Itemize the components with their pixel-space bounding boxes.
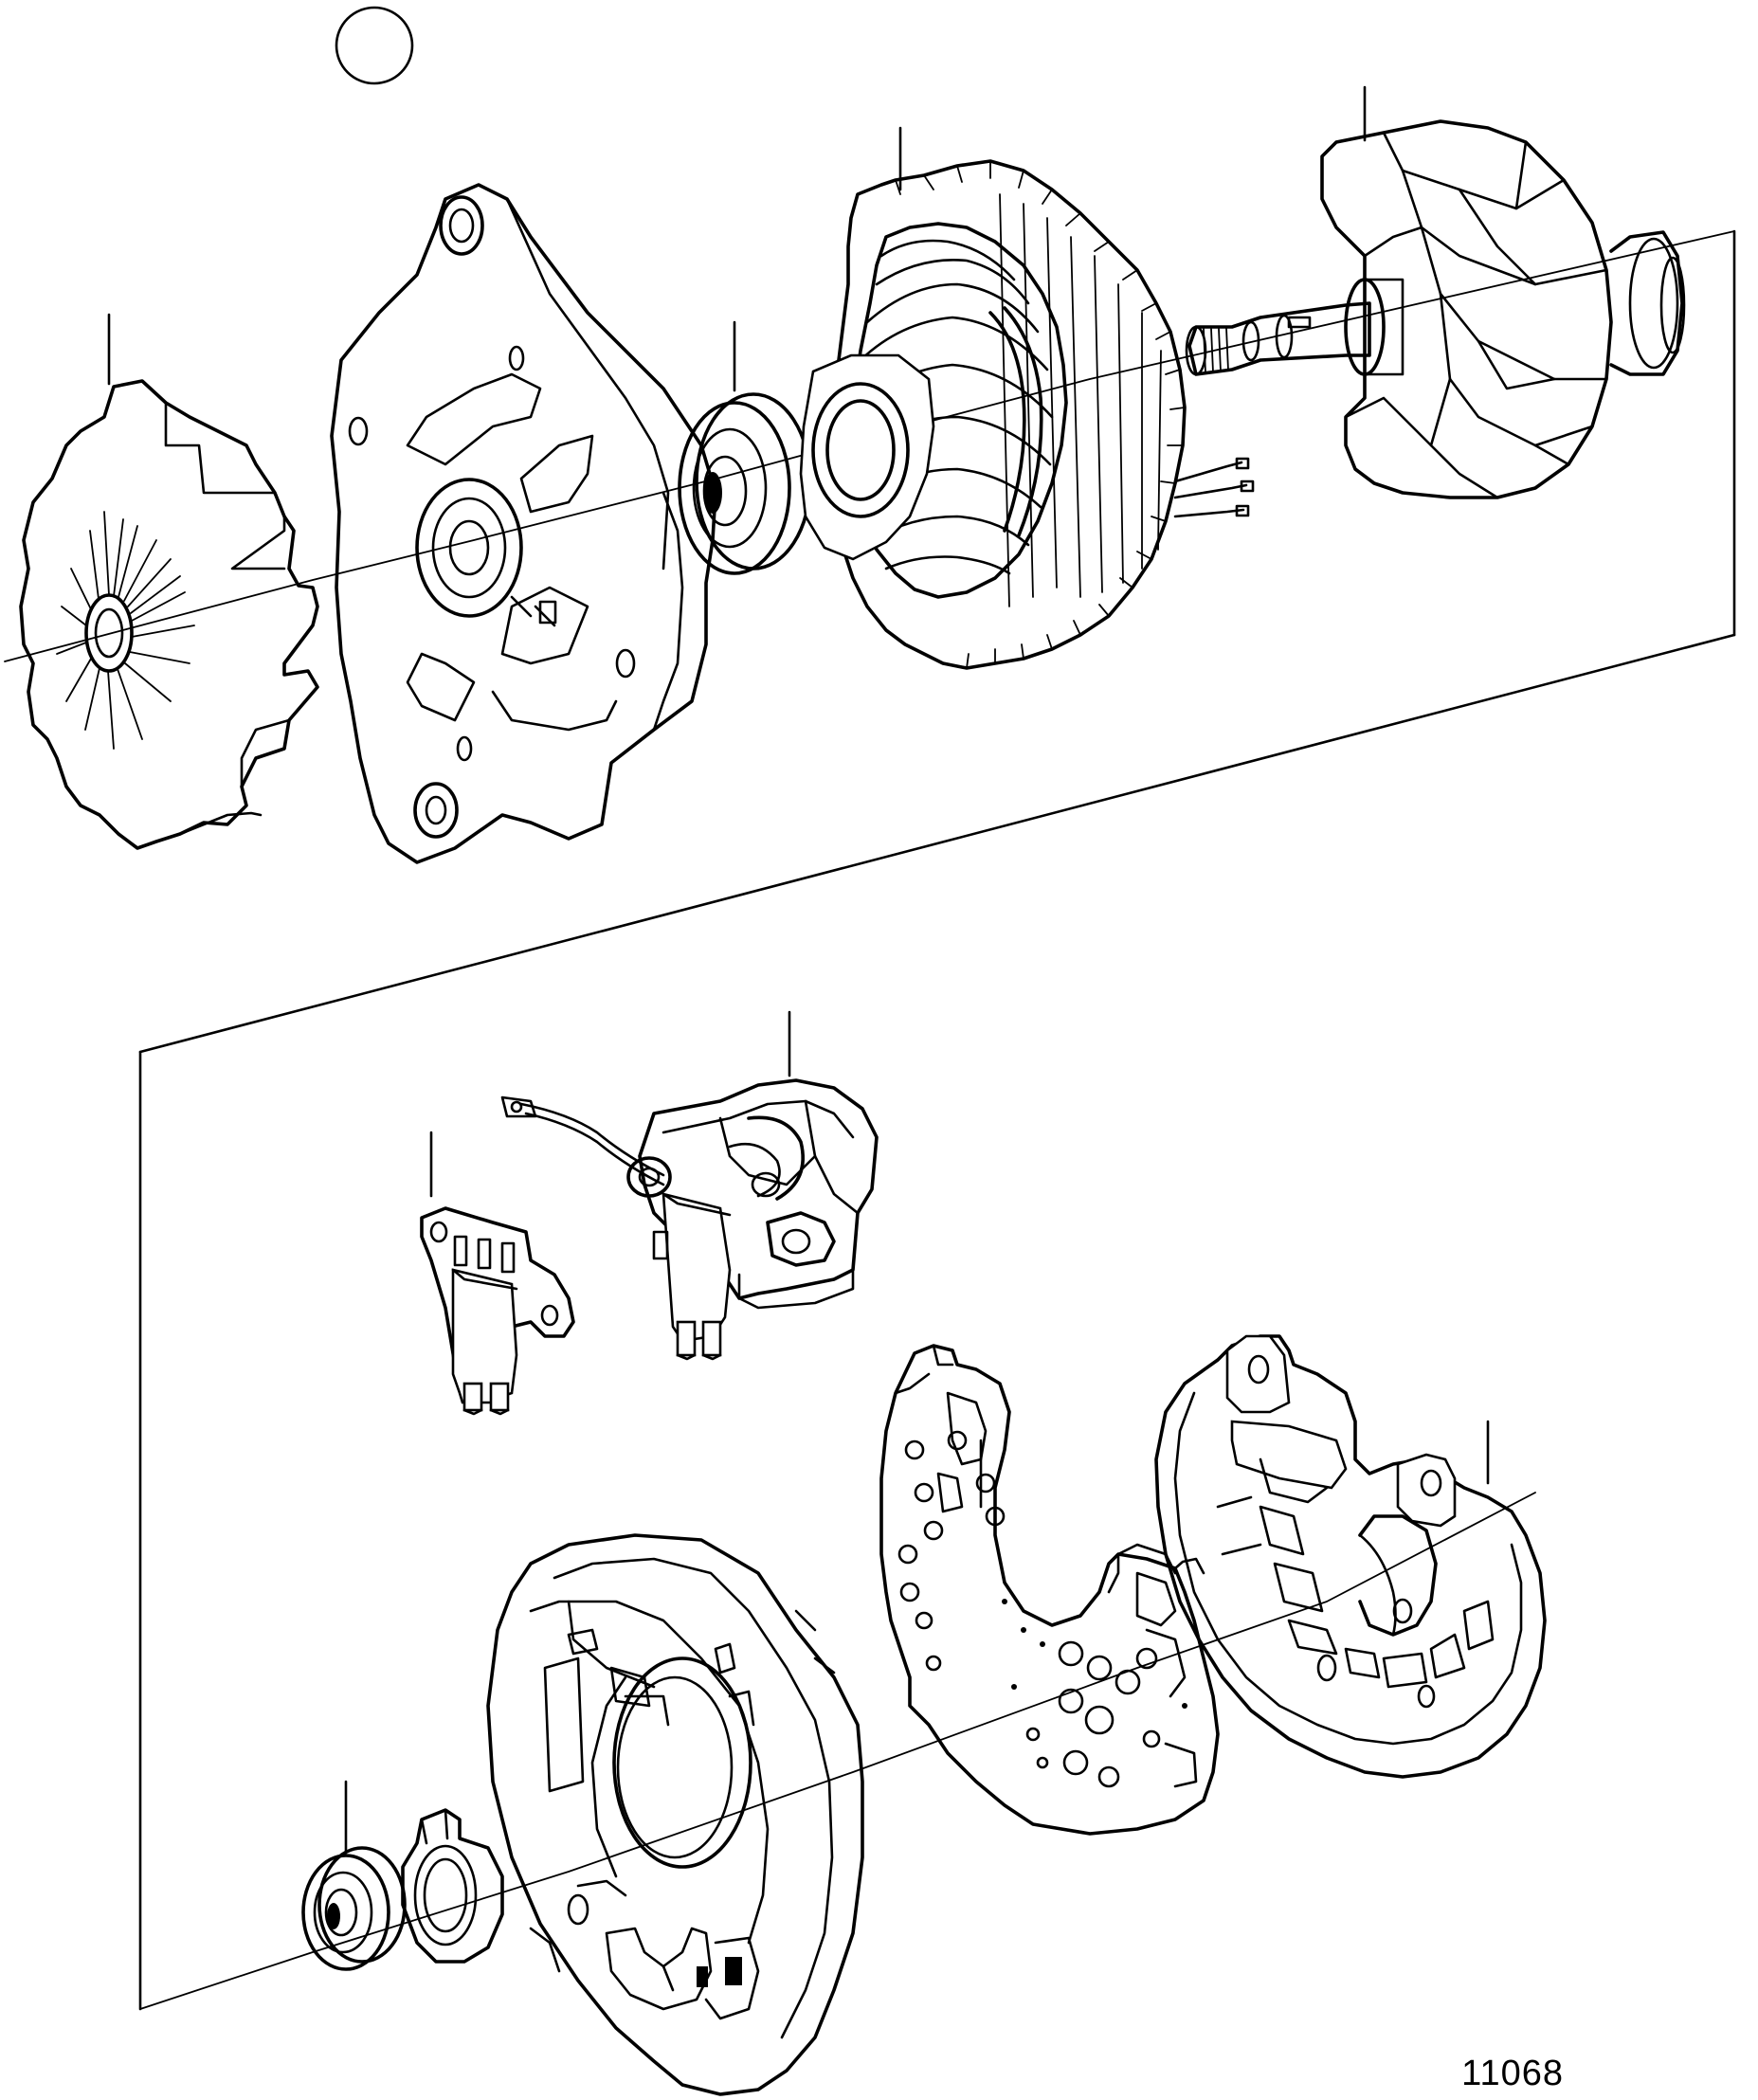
brush-holder <box>420 1131 575 1416</box>
drive-end-shield <box>330 183 717 864</box>
reference-circle-symbol <box>335 6 414 85</box>
stator <box>799 126 1255 670</box>
diode-holes <box>897 1430 1161 1788</box>
rectifier <box>879 1344 1220 1836</box>
voltage-regulator <box>500 1010 879 1361</box>
drive-end-bearing <box>678 320 812 575</box>
fan-blades <box>56 511 195 750</box>
fan <box>19 313 319 850</box>
stator-teeth <box>895 160 1186 669</box>
bottom-assembly <box>138 1010 1547 2096</box>
spacer-ring <box>401 1808 504 1964</box>
slip-ring-end-shield <box>486 1533 864 2096</box>
bottom-axis-line <box>139 1492 1536 2010</box>
rotor <box>1185 85 1686 499</box>
rear-cover <box>1154 1334 1547 1779</box>
figure-number: 11068 <box>1461 2054 1564 2093</box>
top-assembly <box>4 6 1736 1054</box>
cover-vents <box>1259 1505 1495 1689</box>
top-axis-line <box>4 230 1735 662</box>
top-section-frame <box>138 229 1736 1054</box>
slip-ring-bearing <box>301 1780 407 1971</box>
